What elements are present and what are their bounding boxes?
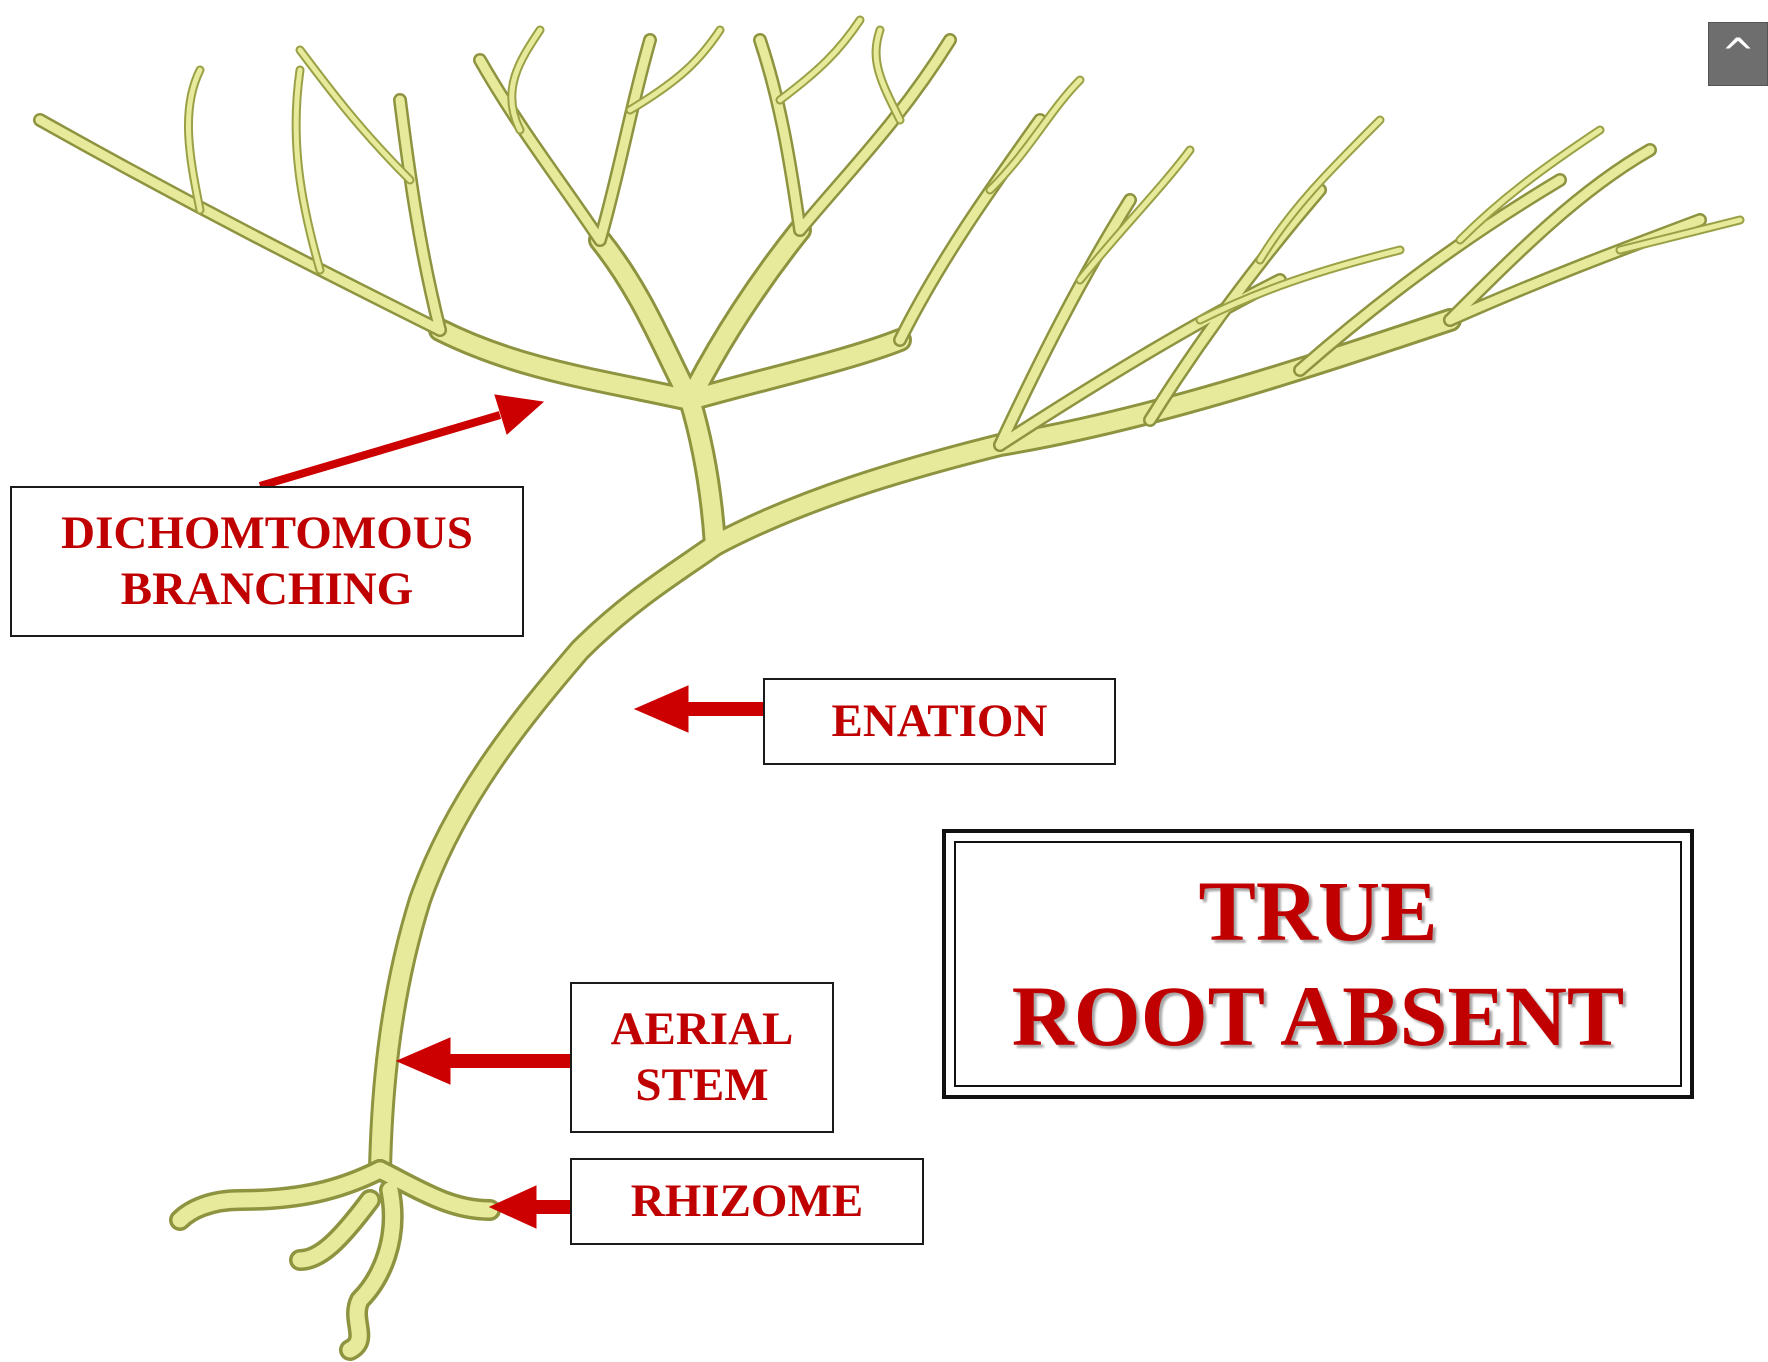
arrow-enation-head bbox=[635, 686, 688, 732]
arrow-dichotomous-head bbox=[495, 395, 543, 434]
label-aerial-line2: STEM bbox=[635, 1058, 768, 1113]
label-rhizome-text: RHIZOME bbox=[631, 1174, 863, 1229]
label-dichotomous-line2: BRANCHING bbox=[121, 562, 413, 617]
true-root-absent-inner: TRUE ROOT ABSENT bbox=[954, 841, 1682, 1087]
label-aerial-stem: AERIAL STEM bbox=[570, 982, 834, 1133]
label-rhizome: RHIZOME bbox=[570, 1158, 924, 1245]
label-dichotomous-line1: DICHOMTOMOUS bbox=[61, 506, 473, 561]
arrow-aerial-head bbox=[397, 1038, 450, 1084]
nav-up-button[interactable]: ^ bbox=[1708, 22, 1768, 86]
label-enation-text: ENATION bbox=[832, 694, 1048, 749]
label-aerial-line1: AERIAL bbox=[611, 1002, 794, 1057]
callout-line2: ROOT ABSENT bbox=[1012, 964, 1625, 1069]
label-enation: ENATION bbox=[763, 678, 1116, 765]
arrow-rhizome-head bbox=[490, 1186, 536, 1228]
true-root-absent-callout: TRUE ROOT ABSENT bbox=[942, 829, 1694, 1099]
label-dichotomous-branching: DICHOMTOMOUS BRANCHING bbox=[10, 486, 524, 637]
arrow-dichotomous bbox=[260, 415, 500, 486]
caret-up-icon: ^ bbox=[1721, 31, 1755, 77]
callout-line1: TRUE bbox=[1199, 859, 1438, 964]
